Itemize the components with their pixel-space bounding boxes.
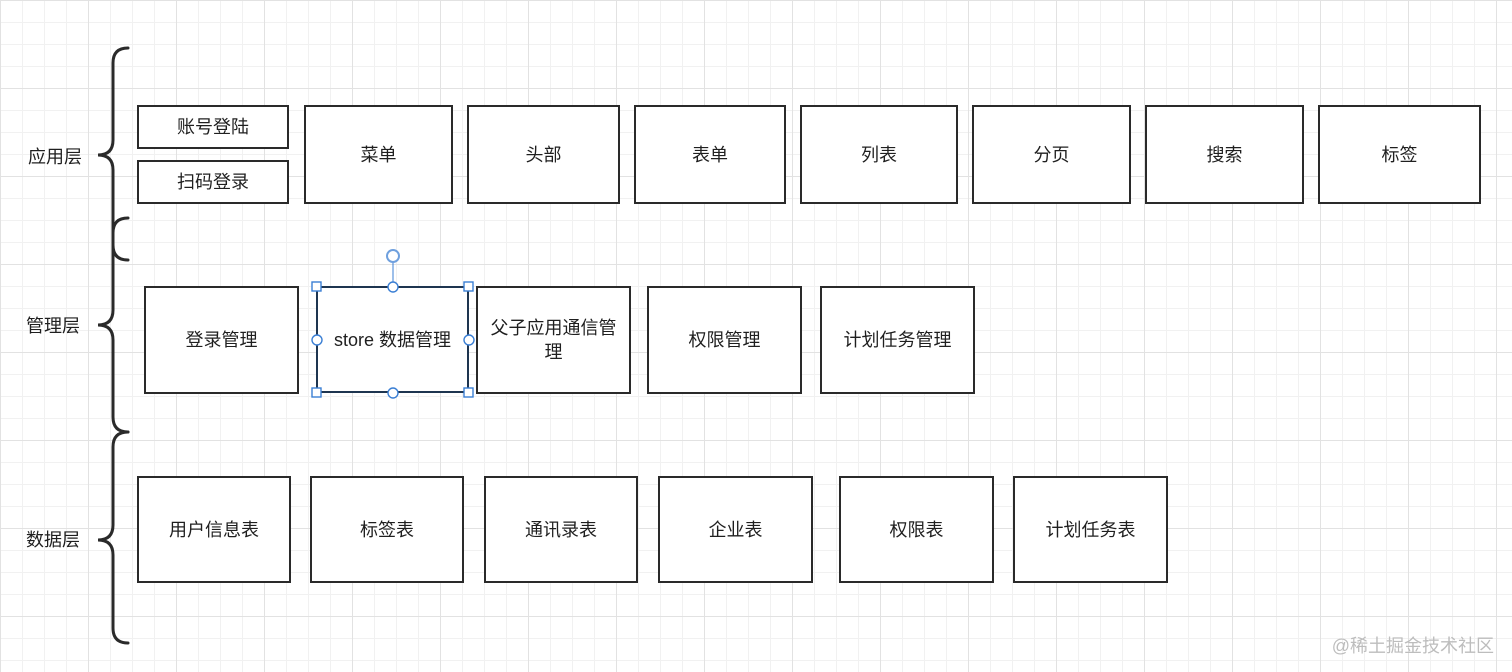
store-manage-box[interactable]: store 数据管理	[316, 286, 469, 393]
search-box[interactable]: 搜索	[1145, 105, 1304, 204]
schedule-table-box[interactable]: 计划任务表	[1013, 476, 1168, 583]
manage-layer-brace	[97, 216, 130, 434]
contacts-table-box[interactable]: 通讯录表	[484, 476, 638, 583]
company-table-box[interactable]: 企业表	[658, 476, 813, 583]
app-layer-label: 应用层	[28, 147, 82, 167]
header-box[interactable]: 头部	[467, 105, 620, 204]
list-box[interactable]: 列表	[800, 105, 958, 204]
schedule-manage-box[interactable]: 计划任务管理	[820, 286, 975, 394]
tags-box[interactable]: 标签	[1318, 105, 1481, 204]
form-box[interactable]: 表单	[634, 105, 786, 204]
user-info-table-box[interactable]: 用户信息表	[137, 476, 291, 583]
watermark: @稀土掘金技术社区	[1331, 636, 1494, 656]
permission-manage-box[interactable]: 权限管理	[647, 286, 802, 394]
permission-table-box[interactable]: 权限表	[839, 476, 994, 583]
menu-box[interactable]: 菜单	[304, 105, 453, 204]
manage-layer-label: 管理层	[26, 316, 80, 336]
tag-table-box[interactable]: 标签表	[310, 476, 464, 583]
data-layer-brace	[97, 430, 130, 645]
account-login-box[interactable]: 账号登陆	[137, 105, 289, 149]
data-layer-label: 数据层	[26, 530, 80, 550]
qr-login-box[interactable]: 扫码登录	[137, 160, 289, 204]
parent-child-comm-box[interactable]: 父子应用通信管理	[476, 286, 631, 394]
login-manage-box[interactable]: 登录管理	[144, 286, 299, 394]
pagination-box[interactable]: 分页	[972, 105, 1131, 204]
